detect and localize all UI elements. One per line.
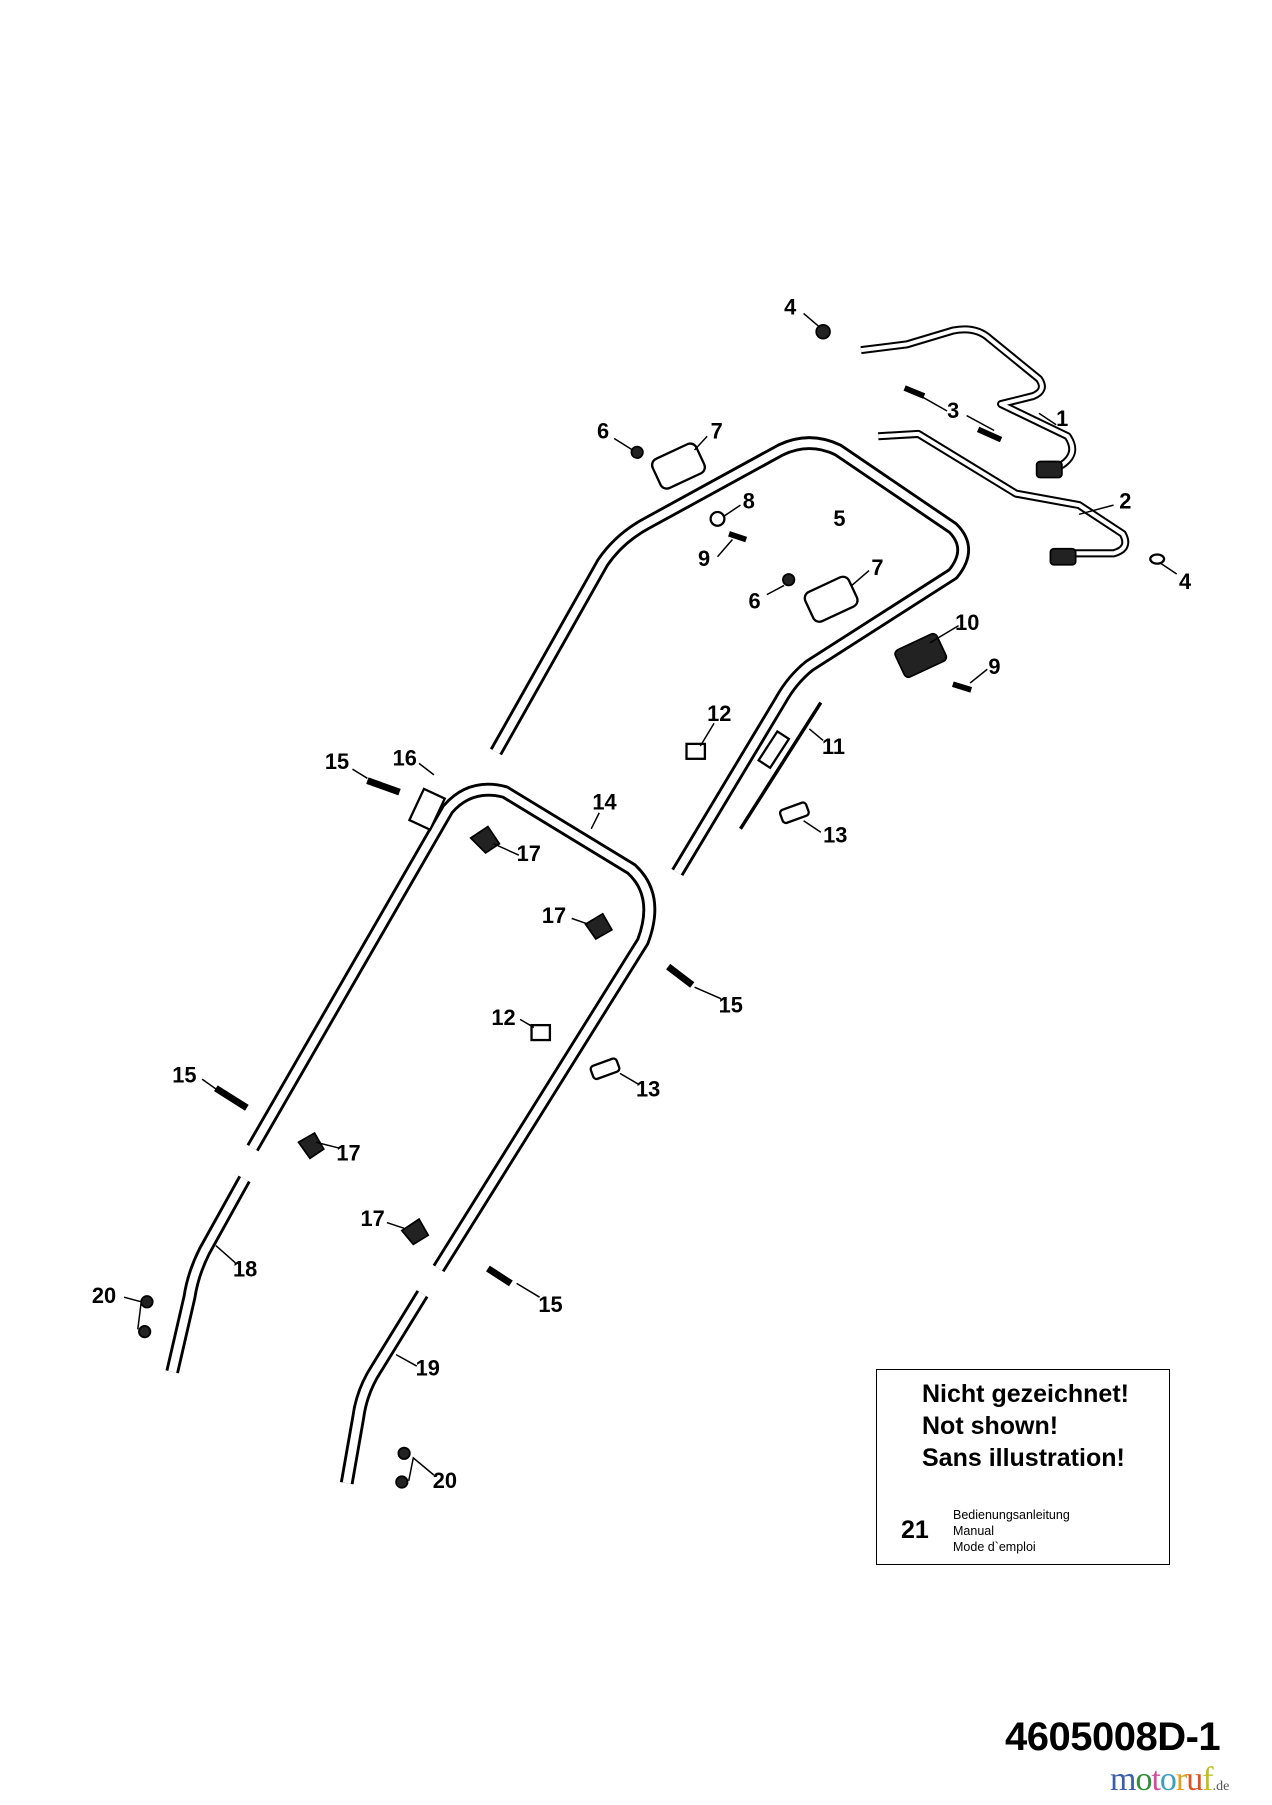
- callout-7: 7: [711, 419, 723, 444]
- desc-en: Manual: [953, 1524, 994, 1538]
- logo-letter: o: [1135, 1761, 1152, 1798]
- callout-15: 15: [719, 993, 743, 1018]
- callout-20: 20: [92, 1283, 116, 1308]
- callout-labels: 4 1 3 2 4 6 7 8 5 9 6 7 10 9 12 11 15 16…: [92, 295, 1191, 1493]
- callout-12: 12: [491, 1005, 515, 1030]
- logo-suffix: .de: [1212, 1779, 1230, 1794]
- note-line-fr: Sans illustration!: [922, 1444, 1125, 1472]
- lower-tube-18: [165, 1175, 251, 1374]
- desc-fr: Mode d`emploi: [953, 1540, 1036, 1554]
- leader-lines: [123, 312, 1178, 1482]
- callout-4: 4: [1179, 569, 1191, 594]
- logo-letter: o: [1159, 1761, 1177, 1798]
- callout-6: 6: [597, 419, 609, 444]
- note-line-de: Nicht gezeichnet!: [922, 1380, 1129, 1408]
- note-item-number: 21: [901, 1516, 929, 1544]
- callout-4: 4: [784, 295, 796, 320]
- callout-15: 15: [172, 1063, 196, 1088]
- note-line-en: Not shown!: [922, 1412, 1059, 1440]
- callout-13: 13: [636, 1076, 660, 1101]
- callout-17: 17: [517, 841, 541, 866]
- callout-5: 5: [833, 506, 845, 531]
- control-bar-1: [860, 325, 1077, 469]
- upper-handle-tube: [489, 436, 971, 876]
- callout-17: 17: [542, 903, 566, 928]
- callout-11: 11: [822, 734, 845, 759]
- desc-de: Bedienungsanleitung: [953, 1508, 1070, 1522]
- callout-7: 7: [871, 555, 883, 580]
- callout-13: 13: [823, 823, 847, 848]
- logo-letter: r: [1175, 1761, 1187, 1798]
- small-parts: [138, 324, 1166, 1489]
- callout-20: 20: [433, 1468, 457, 1493]
- callout-12: 12: [707, 701, 731, 726]
- logo-letter: u: [1186, 1761, 1203, 1798]
- callout-1: 1: [1056, 406, 1068, 431]
- callout-6: 6: [749, 588, 761, 613]
- drawing-code: 4605008D-1: [1005, 1715, 1221, 1759]
- callout-2: 2: [1119, 489, 1131, 514]
- callout-10: 10: [955, 610, 979, 635]
- callout-19: 19: [416, 1355, 440, 1380]
- control-bar-2: [877, 429, 1130, 558]
- callout-15: 15: [325, 749, 349, 774]
- callout-14: 14: [592, 789, 616, 814]
- logo-letter: t: [1151, 1761, 1161, 1798]
- callout-17: 17: [360, 1206, 384, 1231]
- note-item-description: Bedienungsanleitung Manual Mode d`emploi: [953, 1507, 1070, 1555]
- note-headings: Nicht gezeichnet! Not shown! Sans illust…: [922, 1378, 1129, 1474]
- callout-9: 9: [698, 546, 710, 571]
- callout-9: 9: [988, 654, 1000, 679]
- lower-handle-frame: [246, 782, 657, 1273]
- logo-letter: m: [1110, 1761, 1136, 1798]
- lower-tube-19: [339, 1290, 429, 1485]
- watermark-logo: motoruf.de: [1110, 1762, 1229, 1805]
- callout-3: 3: [947, 398, 959, 423]
- callout-17: 17: [336, 1141, 360, 1166]
- not-shown-note: Nicht gezeichnet! Not shown! Sans illust…: [876, 1369, 1170, 1565]
- callout-8: 8: [743, 489, 755, 514]
- callout-18: 18: [233, 1257, 257, 1282]
- callout-16: 16: [393, 746, 417, 771]
- callout-15: 15: [538, 1292, 562, 1317]
- logo-letter: f: [1202, 1761, 1213, 1798]
